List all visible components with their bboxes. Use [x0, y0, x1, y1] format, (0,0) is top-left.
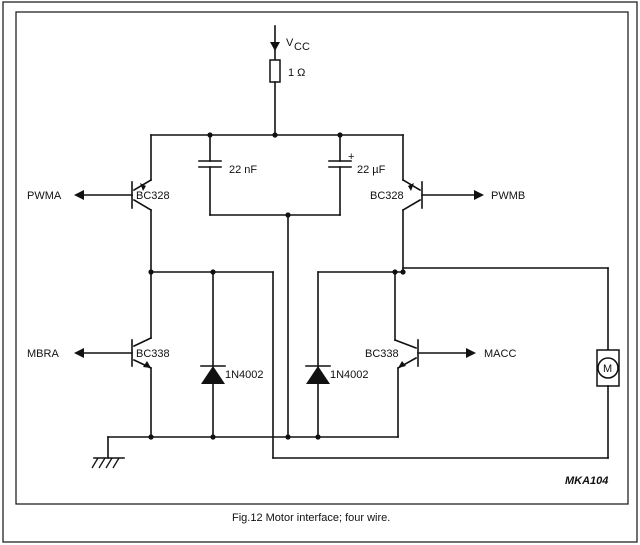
transistor-bc328-right: BC328 PWMB [370, 134, 525, 273]
node-gnd-2 [210, 434, 216, 440]
diode-left-label: 1N4002 [225, 369, 264, 381]
vcc-label: V [286, 37, 294, 49]
q-bot-left-label: BC338 [136, 348, 170, 360]
pwmb-label: PWMB [491, 190, 525, 202]
capacitor-22uf: + 22 µF [328, 134, 386, 216]
motor-icon: M [596, 267, 620, 459]
transistor-bc338-left: BC338 MBRA [27, 271, 170, 438]
cap-nf-label: 22 nF [229, 164, 257, 176]
node-gnd-1 [148, 434, 154, 440]
ground-icon [91, 436, 125, 469]
transistor-bc338-right: BC338 MACC [365, 271, 516, 438]
q-top-left-label: BC328 [136, 190, 170, 202]
node-vcc [272, 132, 278, 138]
q-top-right-label: BC328 [370, 190, 404, 202]
diode-1n4002-right: 1N4002 [305, 365, 369, 384]
mbra-label: MBRA [27, 348, 59, 360]
diode-right-label: 1N4002 [330, 369, 369, 381]
q-bot-right-label: BC338 [365, 348, 399, 360]
cap-uf-label: 22 µF [357, 164, 386, 176]
macc-label: MACC [484, 348, 516, 360]
figure-caption: Fig.12 Motor interface; four wire. [232, 512, 390, 524]
vcc-sub-label: CC [294, 41, 310, 53]
motor-label: M [603, 363, 612, 375]
cap-uf-plus: + [348, 151, 354, 163]
capacitor-22nf: 22 nF [198, 134, 257, 216]
vcc-input: V CC [270, 25, 310, 61]
resistor-label: 1 Ω [288, 67, 305, 79]
diagram-frame [15, 11, 629, 505]
node-gnd-3 [285, 434, 291, 440]
figure-code: MKA104 [565, 475, 608, 487]
node-gnd-4 [315, 434, 321, 440]
diode-1n4002-left: 1N4002 [200, 271, 264, 438]
resistor-1-ohm: 1 Ω [269, 59, 305, 136]
transistor-bc328-left: BC328 PWMA [27, 134, 170, 273]
pwma-label: PWMA [27, 190, 62, 202]
